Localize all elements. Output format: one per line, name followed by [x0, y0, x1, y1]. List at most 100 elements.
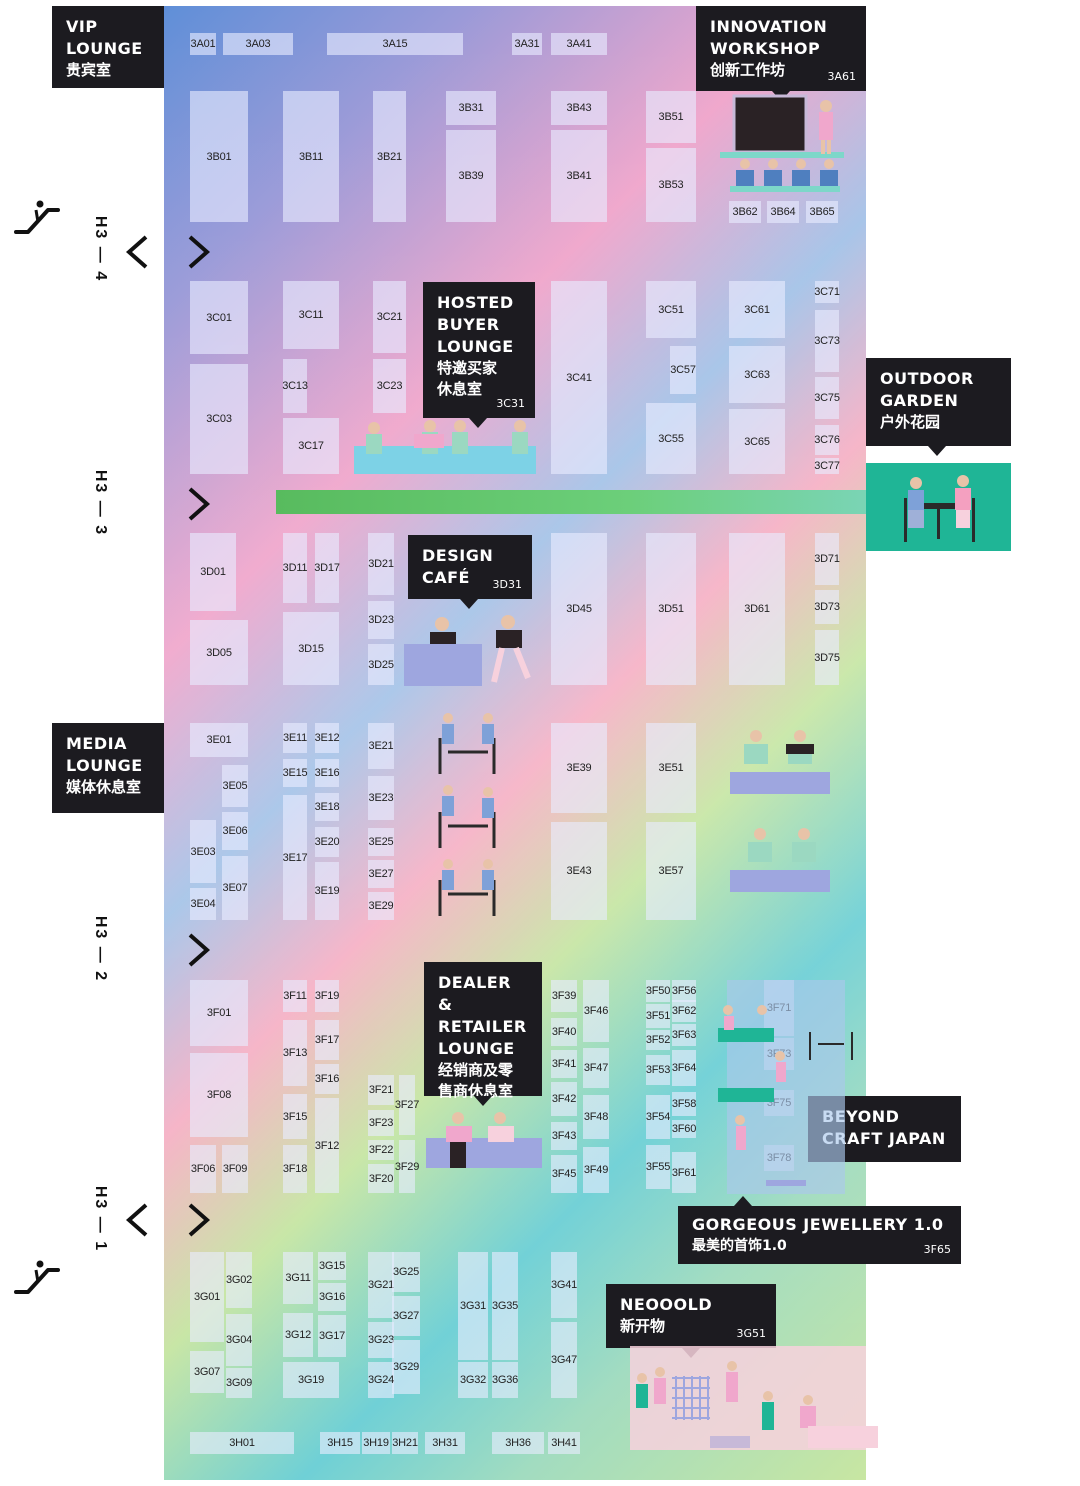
booth-3e43[interactable]: 3E43	[551, 822, 607, 920]
booth-3a03[interactable]: 3A03	[223, 33, 293, 55]
gorgeous-jewellery-label[interactable]: GORGEOUS JEWELLERY 1.0 最美的首饰1.0 3F65	[678, 1196, 961, 1264]
booth-3e05[interactable]: 3E05	[222, 765, 248, 807]
booth-3f60[interactable]: 3F60	[672, 1120, 696, 1138]
booth-3f64[interactable]: 3F64	[672, 1050, 696, 1086]
booth-3d01[interactable]: 3D01	[190, 533, 236, 611]
booth-3c03[interactable]: 3C03	[190, 364, 248, 474]
booth-3c17[interactable]: 3C17	[283, 418, 339, 474]
booth-3f06[interactable]: 3F06	[190, 1145, 216, 1193]
booth-3g23[interactable]: 3G23	[368, 1322, 394, 1358]
booth-3c55[interactable]: 3C55	[646, 403, 696, 474]
booth-3b39[interactable]: 3B39	[446, 130, 496, 222]
booth-3b43[interactable]: 3B43	[551, 91, 607, 125]
booth-3a15[interactable]: 3A15	[327, 33, 463, 55]
booth-3f27[interactable]: 3F27	[395, 1075, 419, 1135]
booth-3e27[interactable]: 3E27	[368, 860, 394, 888]
booth-3g47[interactable]: 3G47	[551, 1322, 577, 1398]
booth-3e57[interactable]: 3E57	[646, 822, 696, 920]
booth-3c11[interactable]: 3C11	[283, 281, 339, 349]
booth-3g31[interactable]: 3G31	[458, 1252, 488, 1360]
booth-3e16[interactable]: 3E16	[315, 759, 340, 787]
booth-3e11[interactable]: 3E11	[283, 723, 307, 753]
booth-3g41[interactable]: 3G41	[551, 1252, 577, 1318]
booth-3b21[interactable]: 3B21	[373, 91, 406, 222]
booth-3h01[interactable]: 3H01	[190, 1432, 294, 1454]
booth-3f29[interactable]: 3F29	[395, 1140, 419, 1193]
booth-3e01[interactable]: 3E01	[190, 723, 248, 757]
booth-3h41[interactable]: 3H41	[548, 1432, 580, 1454]
booth-3g04[interactable]: 3G04	[226, 1314, 252, 1366]
booth-3b31[interactable]: 3B31	[446, 91, 496, 125]
booth-3f61[interactable]: 3F61	[672, 1152, 696, 1193]
booth-3g07[interactable]: 3G07	[190, 1351, 224, 1393]
booth-3f62[interactable]: 3F62	[672, 1000, 696, 1022]
booth-3h21[interactable]: 3H21	[392, 1432, 418, 1454]
booth-3g15[interactable]: 3G15	[318, 1252, 346, 1280]
booth-3f39[interactable]: 3F39	[551, 980, 577, 1012]
booth-3c63[interactable]: 3C63	[729, 346, 785, 403]
chevron-left-icon[interactable]	[124, 1202, 150, 1238]
outdoor-garden-label[interactable]: OUTDOOR GARDEN 户外花园	[866, 358, 1011, 456]
booth-3h19[interactable]: 3H19	[362, 1432, 390, 1454]
booth-3b51[interactable]: 3B51	[646, 91, 696, 143]
booth-3f51[interactable]: 3F51	[646, 1004, 670, 1028]
booth-3b11[interactable]: 3B11	[283, 91, 339, 222]
booth-3c51[interactable]: 3C51	[646, 281, 696, 338]
booth-3g24[interactable]: 3G24	[368, 1362, 394, 1398]
booth-3f43[interactable]: 3F43	[551, 1122, 577, 1150]
booth-3c61[interactable]: 3C61	[729, 281, 785, 338]
booth-3d45[interactable]: 3D45	[551, 533, 607, 685]
booth-3b64[interactable]: 3B64	[767, 201, 799, 223]
chevron-right-icon[interactable]	[186, 234, 212, 270]
design-cafe-label[interactable]: DESIGN CAFÉ 3D31	[408, 535, 532, 609]
booth-3f12[interactable]: 3F12	[315, 1098, 339, 1193]
booth-3f45[interactable]: 3F45	[551, 1155, 577, 1193]
booth-3c13[interactable]: 3C13	[282, 359, 308, 413]
neooold-label[interactable]: NEOOOLD 新开物 3G51	[606, 1284, 776, 1358]
booth-3g25[interactable]: 3G25	[392, 1252, 420, 1292]
booth-3c71[interactable]: 3C71	[814, 281, 840, 303]
booth-3c75[interactable]: 3C75	[814, 377, 840, 419]
booth-3f55[interactable]: 3F55	[646, 1145, 670, 1189]
booth-3f19[interactable]: 3F19	[315, 980, 339, 1012]
booth-3c73[interactable]: 3C73	[814, 310, 840, 372]
media-lounge-label[interactable]: MEDIA LOUNGE 媒体休息室	[52, 723, 164, 813]
dealer-retailer-lounge-label[interactable]: DEALER & RETAILER LOUNGE 经销商及零 售商休息室	[424, 962, 542, 1106]
chevron-left-icon[interactable]	[124, 234, 150, 270]
booth-3g36[interactable]: 3G36	[492, 1362, 518, 1398]
booth-3e51[interactable]: 3E51	[646, 723, 696, 813]
booth-3d21[interactable]: 3D21	[368, 533, 394, 595]
booth-3g27[interactable]: 3G27	[392, 1296, 420, 1336]
booth-3d15[interactable]: 3D15	[283, 612, 339, 685]
booth-3g12[interactable]: 3G12	[283, 1313, 313, 1357]
booth-3d25[interactable]: 3D25	[368, 644, 394, 685]
booth-3g16[interactable]: 3G16	[318, 1283, 346, 1311]
booth-3c77[interactable]: 3C77	[814, 458, 840, 474]
booth-3g17[interactable]: 3G17	[318, 1315, 346, 1357]
booth-3c57[interactable]: 3C57	[670, 346, 696, 394]
booth-3f53[interactable]: 3F53	[646, 1055, 670, 1085]
booth-3f52[interactable]: 3F52	[646, 1030, 670, 1050]
vip-lounge-label[interactable]: VIP LOUNGE 贵宾室	[52, 6, 164, 88]
booth-3e23[interactable]: 3E23	[368, 776, 394, 820]
booth-3d61[interactable]: 3D61	[729, 533, 785, 685]
booth-3h15[interactable]: 3H15	[320, 1432, 360, 1454]
booth-3b01[interactable]: 3B01	[190, 91, 248, 222]
booth-3f48[interactable]: 3F48	[583, 1095, 609, 1139]
booth-3f46[interactable]: 3F46	[583, 980, 609, 1042]
booth-3g09[interactable]: 3G09	[226, 1368, 252, 1398]
booth-3f18[interactable]: 3F18	[283, 1145, 307, 1193]
chevron-right-icon[interactable]	[186, 486, 212, 522]
booth-3d75[interactable]: 3D75	[814, 630, 840, 685]
booth-3f22[interactable]: 3F22	[368, 1140, 394, 1160]
booth-3e29[interactable]: 3E29	[368, 892, 394, 920]
booth-3f08[interactable]: 3F08	[190, 1053, 248, 1137]
booth-3g01[interactable]: 3G01	[190, 1252, 224, 1342]
booth-3f09[interactable]: 3F09	[222, 1145, 248, 1193]
hosted-buyer-lounge-label[interactable]: HOSTED BUYER LOUNGE 特邀买家 休息室 3C31	[423, 282, 535, 428]
booth-3f49[interactable]: 3F49	[583, 1147, 609, 1193]
booth-3f11[interactable]: 3F11	[283, 980, 307, 1012]
booth-3f20[interactable]: 3F20	[368, 1164, 394, 1193]
booth-3d71[interactable]: 3D71	[814, 533, 840, 585]
booth-3c41[interactable]: 3C41	[551, 281, 607, 474]
